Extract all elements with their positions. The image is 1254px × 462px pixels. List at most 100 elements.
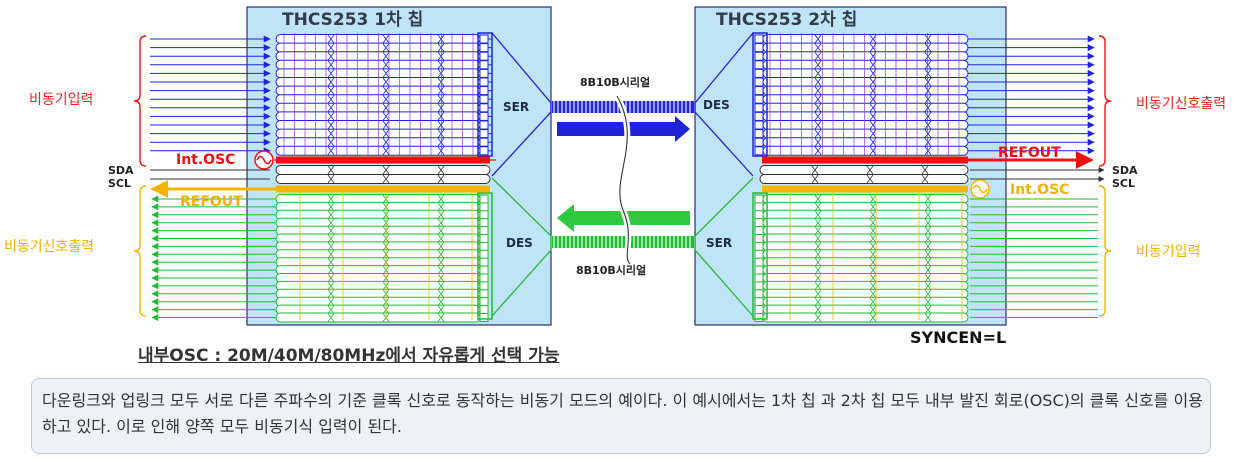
- chip1-input-latch: [479, 146, 489, 156]
- chip1-sda-ribbon-cross: [327, 165, 335, 175]
- signal-lines: [133, 32, 1112, 323]
- chip2-output-ribbon: [762, 102, 969, 113]
- chip2-input-ribbon-cross: [869, 313, 877, 322]
- chip1-output-ribbon-cross: [327, 305, 335, 314]
- chip1-output-ribbon-cross: [437, 226, 445, 235]
- chip1-output-latch: [479, 194, 489, 204]
- chip1-output-ribbon-cross: [327, 250, 335, 259]
- chip2-output-ribbon: [762, 128, 969, 139]
- chip2-input-ribbon-cross: [924, 234, 932, 243]
- chip2-input-ribbon-cross: [869, 257, 877, 267]
- chip2-input-ribbon-cross: [814, 257, 822, 267]
- left-refout-label: REFOUT: [180, 194, 243, 210]
- chip1-input-ribbon-cross: [327, 146, 335, 156]
- chip2-title: THCS253 2차 칩: [716, 9, 857, 30]
- right-async-output-label: 비동기신호출력: [1136, 96, 1226, 112]
- left-osc-label: Int.OSC: [176, 152, 235, 168]
- chip1-input-ribbon-cross: [327, 103, 335, 113]
- chip2-output-latch: [754, 43, 764, 53]
- chip1-output-ribbon-cross: [437, 234, 445, 243]
- chip2-output-ribbon: [762, 145, 969, 156]
- chip1-output-ribbon-cross: [327, 242, 335, 251]
- chip2-clock-bar: [762, 156, 968, 164]
- chip1-input-ribbon-cross: [382, 51, 390, 61]
- uplink-serial-bus: [552, 236, 694, 248]
- chip2-scl-ribbon: [759, 174, 969, 184]
- chip1-output-ribbon-cross: [327, 281, 335, 291]
- chip1-input-ribbon-cross: [437, 51, 445, 61]
- chip1-output-ribbon-cross: [437, 305, 445, 314]
- right-sda-label: SDA: [1112, 164, 1138, 177]
- serial-buses: [553, 101, 691, 248]
- chip2-output-ribbon-cross: [924, 103, 932, 113]
- chip1-input-ribbon-cross: [327, 137, 335, 147]
- chip1-sda-ribbon-cross: [382, 165, 390, 175]
- chip1-input-ribbon-cross: [437, 60, 445, 70]
- chip1-input-latch: [479, 111, 489, 121]
- chip1-input-ribbon: [275, 145, 481, 156]
- chip1-output-ribbon-cross: [327, 218, 335, 227]
- chip1-output-ribbon-cross: [327, 210, 335, 220]
- left-output-brace: [133, 185, 147, 317]
- chip2-input-ribbon-cross: [869, 202, 877, 212]
- chip1-input-ribbon-cross: [382, 103, 390, 113]
- chip1-ser-label: SER: [503, 100, 529, 114]
- chip1-input-ribbon-cross: [327, 94, 335, 104]
- chip1-input-ribbon-cross: [382, 69, 390, 78]
- chip1-input-latch: [479, 137, 489, 147]
- chip1-input-ribbon-cross: [327, 51, 335, 61]
- chip2-output-ribbon-cross: [814, 51, 822, 61]
- chip1-input-latch: [479, 43, 489, 53]
- chip1-latch-frame: [477, 32, 493, 157]
- chip2-ser-funnel: [694, 177, 754, 317]
- chip2-input-ribbon-cross: [924, 202, 932, 212]
- chip1-output-latch: [479, 297, 489, 307]
- chip2-output-ribbon-cross: [814, 77, 822, 87]
- chip2-output-ribbon-cross: [924, 60, 932, 70]
- osc-range-note: 내부OSC : 20M/40M/80MHz에서 자유롭게 선택 가능: [138, 346, 560, 366]
- chip2-input-ribbon-cross: [814, 305, 822, 314]
- chip2-input-ribbon-cross: [814, 210, 822, 220]
- right-oscillator-icon: [970, 179, 990, 199]
- chip1-output-ribbon-cross: [327, 297, 335, 306]
- chip2-output-ribbon-cross: [814, 112, 822, 121]
- chip2-sda-ribbon-cross: [866, 165, 874, 175]
- chip1-input-ribbon-cross: [437, 112, 445, 121]
- chip1-input-ribbon: [275, 42, 481, 53]
- chip1-input-ribbon-cross: [327, 60, 335, 70]
- chip1-input-ribbon-cross: [327, 69, 335, 78]
- chip2-output-ribbon-cross: [924, 86, 932, 95]
- chip2-output-ribbon-cross: [924, 51, 932, 61]
- chip2-output-ribbon: [762, 94, 969, 105]
- chip2-output-latch: [754, 120, 764, 130]
- chip2-input-ribbon-cross: [924, 281, 932, 291]
- chip2-sda-ribbon-cross: [921, 165, 929, 175]
- chip2-input-ribbon-cross: [924, 250, 932, 259]
- chip2-ser-label: SER: [706, 236, 732, 250]
- chip2-input-ribbon-cross: [924, 257, 932, 267]
- chip2-input-ribbon-cross: [814, 297, 822, 306]
- chip2-in-latch-frame: [752, 192, 768, 320]
- chip1-input-ribbon-cross: [382, 60, 390, 70]
- chip2-output-ribbon-cross: [814, 34, 822, 44]
- chip1-output-ribbon-cross: [327, 273, 335, 283]
- left-input-brace: [133, 35, 147, 167]
- chip1-input-ribbon-cross: [382, 77, 390, 87]
- chip2-output-latch: [754, 129, 764, 139]
- left-async-input-label: 비동기입력: [29, 92, 93, 108]
- chip2-input-latch: [754, 249, 764, 259]
- chip2-input-latch: [754, 241, 764, 251]
- chip1-input-ribbon: [275, 102, 481, 113]
- chip1-output-latch: [479, 249, 489, 259]
- chip1-output-latch: [479, 265, 489, 275]
- chip2-input-ribbon-cross: [869, 273, 877, 283]
- chip1-scl-ribbon-cross: [382, 174, 390, 184]
- chip1-input-ribbon-cross: [437, 94, 445, 104]
- chip1-input-ribbon-cross: [437, 77, 445, 87]
- chip2-input-latch: [754, 305, 764, 315]
- chip2-input-ribbon-cross: [814, 281, 822, 291]
- chip1-output-latch: [479, 218, 489, 228]
- chip2-output-ribbon-cross: [814, 103, 822, 113]
- chip2-output-latch: [754, 60, 764, 70]
